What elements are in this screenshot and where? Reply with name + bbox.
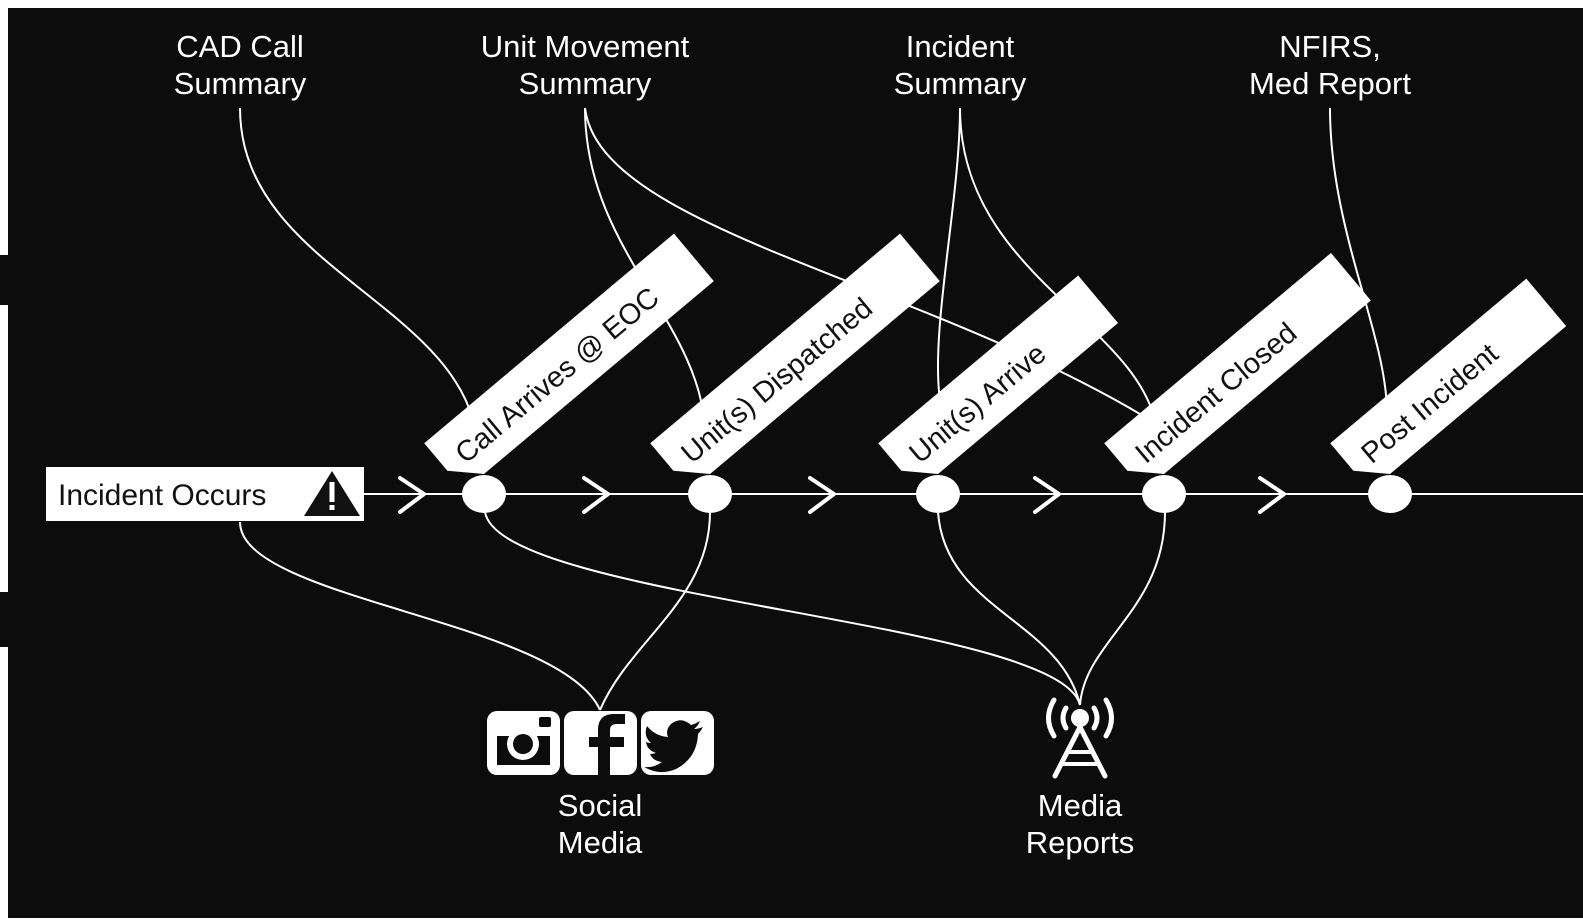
broadcast-tower-icon (1046, 697, 1114, 779)
top-label-nfirs-line1: NFIRS, (1279, 29, 1381, 64)
stage-node-units-dispatched (688, 475, 732, 513)
stage-node-call-arrives (462, 475, 506, 513)
incident-occurs-box: Incident Occurs (46, 467, 364, 521)
top-label-unit-movement-line2: Summary (519, 66, 652, 101)
instagram-icon (487, 711, 560, 775)
arrow-chevron-5 (1258, 476, 1286, 514)
top-label-cad-line1: CAD Call (176, 29, 303, 64)
media-reports-line2: Reports (1026, 825, 1135, 860)
stage-nodes (462, 475, 1412, 513)
social-media-line2: Media (558, 825, 643, 860)
top-label-cad-line2: Summary (174, 66, 307, 101)
media-reports-line1: Media (1038, 788, 1123, 823)
arrow-chevron-4 (1033, 476, 1061, 514)
arrow-chevron-1 (398, 476, 426, 514)
top-label-unit-movement-line1: Unit Movement (481, 29, 690, 64)
incident-occurs-label: Incident Occurs (58, 479, 266, 512)
arrow-chevron-3 (808, 476, 836, 514)
stage-node-post-incident (1368, 475, 1412, 513)
warning-triangle-icon (304, 471, 360, 516)
top-label-incident-line2: Summary (894, 66, 1027, 101)
facebook-icon (564, 711, 637, 775)
top-labels: CAD Call Summary Unit Movement Summary I… (174, 29, 1412, 101)
bottom-labels: Social Media Media Reports (558, 788, 1134, 860)
social-media-line1: Social (558, 788, 642, 823)
connector-lines (239, 107, 1388, 711)
stage-node-incident-closed (1142, 475, 1186, 513)
diagram-background (8, 8, 1583, 918)
social-media-icons (487, 711, 714, 775)
top-label-incident-line1: Incident (906, 29, 1015, 64)
stage-node-units-arrive (916, 475, 960, 513)
top-label-nfirs-line2: Med Report (1249, 66, 1411, 101)
twitter-icon (641, 711, 714, 775)
arrow-chevron-2 (582, 476, 610, 514)
